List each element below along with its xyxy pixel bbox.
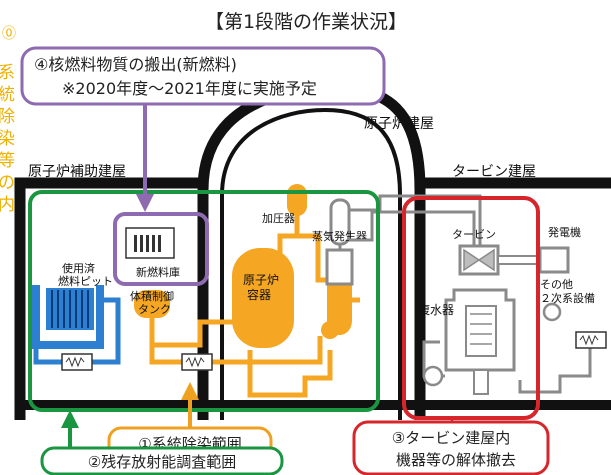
label-new-fuel-storage: 新燃料庫: [136, 265, 180, 279]
label-reactor-building: 原子炉建屋: [364, 116, 434, 132]
reactor-dome-inner: [220, 107, 402, 420]
region-residual-radioactivity: [28, 190, 380, 412]
label-spent-fuel-pit-2: 燃料ピット: [58, 274, 113, 288]
label-volume-control-tank-2: タンク: [138, 303, 171, 316]
side-strip-char: 除: [0, 107, 15, 127]
label-pressurizer: 加圧器: [262, 212, 295, 225]
side-strip-char: 系: [0, 63, 15, 83]
side-strip-char: の: [0, 173, 15, 193]
arrow-item4: [136, 102, 154, 212]
label-reactor-vessel-1: 原子炉: [243, 273, 279, 287]
diagram-title: 【第1段階の作業状況】: [205, 11, 407, 33]
arrow-item2: [61, 410, 86, 454]
label-other-secondary-2: ２次系設備: [540, 291, 595, 305]
callout-item3-line1: ③タービン建屋内: [392, 429, 510, 447]
side-strip: ⓪ 系 統 除 染 等 の 内: [0, 26, 16, 215]
callout-item2: ②残存放射能調査範囲: [40, 446, 284, 475]
label-condenser: 復水器: [418, 302, 454, 317]
side-strip-char: 統: [0, 85, 15, 105]
region-turbine-dismantling: [402, 196, 540, 420]
heat-exchanger-icon: [575, 331, 607, 349]
side-strip-char: 染: [0, 129, 15, 149]
pump-icon: [542, 302, 562, 322]
callout-item4: ④核燃料物質の搬出(新燃料) ※2020年度～2021年度に実施予定: [20, 46, 386, 106]
heat-exchanger-icon: [181, 353, 213, 371]
callout-item2-label: ②残存放射能調査範囲: [88, 453, 236, 471]
label-spent-fuel-pit-1: 使用済: [62, 261, 95, 275]
label-turbine-building: タービン建屋: [452, 164, 536, 180]
side-strip-char: ⓪: [2, 26, 16, 42]
label-generator: 発電機: [548, 225, 581, 239]
label-reactor-vessel-2: 容器: [247, 287, 271, 302]
callout-item3-line2: 機器等の解体撤去: [396, 451, 516, 469]
turbine-icon: [458, 244, 570, 276]
callout-item4-line1: ④核燃料物質の搬出(新燃料): [34, 55, 237, 74]
side-strip-char: 等: [0, 151, 15, 171]
pump-icon: [422, 365, 444, 387]
label-turbine: タービン: [452, 228, 496, 241]
condenser: [444, 288, 516, 395]
callout-item3: ③タービン建屋内 機器等の解体撤去: [352, 420, 550, 475]
label-auxiliary-building: 原子炉補助建屋: [28, 164, 126, 180]
label-volume-control-tank-1: 体積制御: [130, 289, 174, 303]
spent-fuel-cooling-pipe: [33, 297, 121, 365]
label-other-secondary-1: その他: [540, 278, 573, 291]
region-new-fuel-storage: [113, 212, 209, 286]
auxiliary-building-outline: [14, 177, 203, 420]
side-strip-char: 内: [0, 195, 15, 215]
fuel-rack-icon: [125, 227, 175, 259]
arrow-item1: [181, 382, 199, 432]
steam-generator: [325, 198, 354, 286]
callout-item4-line2: ※2020年度～2021年度に実施予定: [62, 79, 317, 98]
spent-fuel-pit-icon: [32, 285, 104, 349]
heat-exchanger-icon: [61, 353, 93, 371]
primary-loop: [134, 184, 360, 398]
